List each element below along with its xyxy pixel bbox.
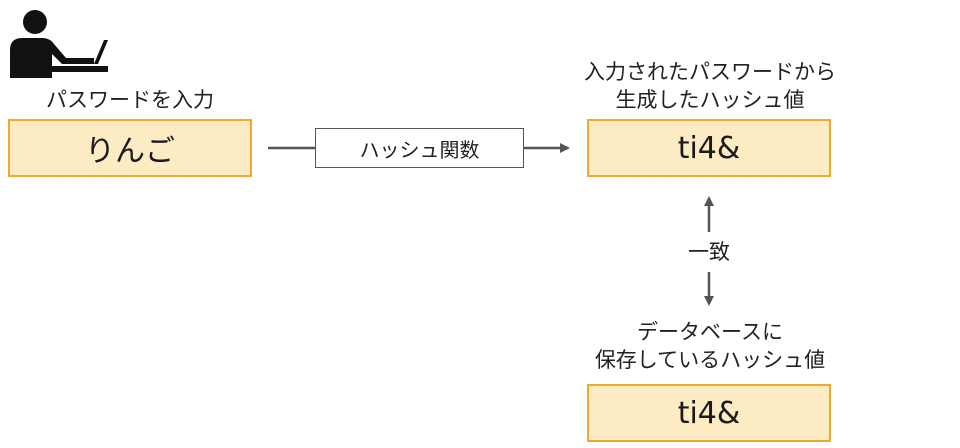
stored-hash-box: ti4& (587, 384, 831, 442)
generated-hash-caption-line2: 生成したハッシュ値 (615, 88, 805, 112)
user-caption: パスワードを入力 (46, 88, 214, 112)
stored-hash-caption-line1: データベースに (637, 320, 783, 344)
generated-hash-value: ti4& (677, 130, 741, 166)
input-password-box: りんご (8, 119, 252, 177)
input-password-value: りんご (85, 134, 175, 169)
hash-function-label: ハッシュ関数 (359, 137, 480, 162)
generated-hash-caption-line1: 入力されたパスワードから (584, 60, 836, 84)
match-label: 一致 (688, 240, 730, 264)
stored-hash-value: ti4& (677, 395, 741, 431)
generated-hash-box: ti4& (587, 119, 831, 177)
stored-hash-caption-line2: 保存しているハッシュ値 (594, 348, 826, 372)
hash-function-box: ハッシュ関数 (315, 128, 524, 168)
user-at-laptop-icon (10, 10, 108, 78)
